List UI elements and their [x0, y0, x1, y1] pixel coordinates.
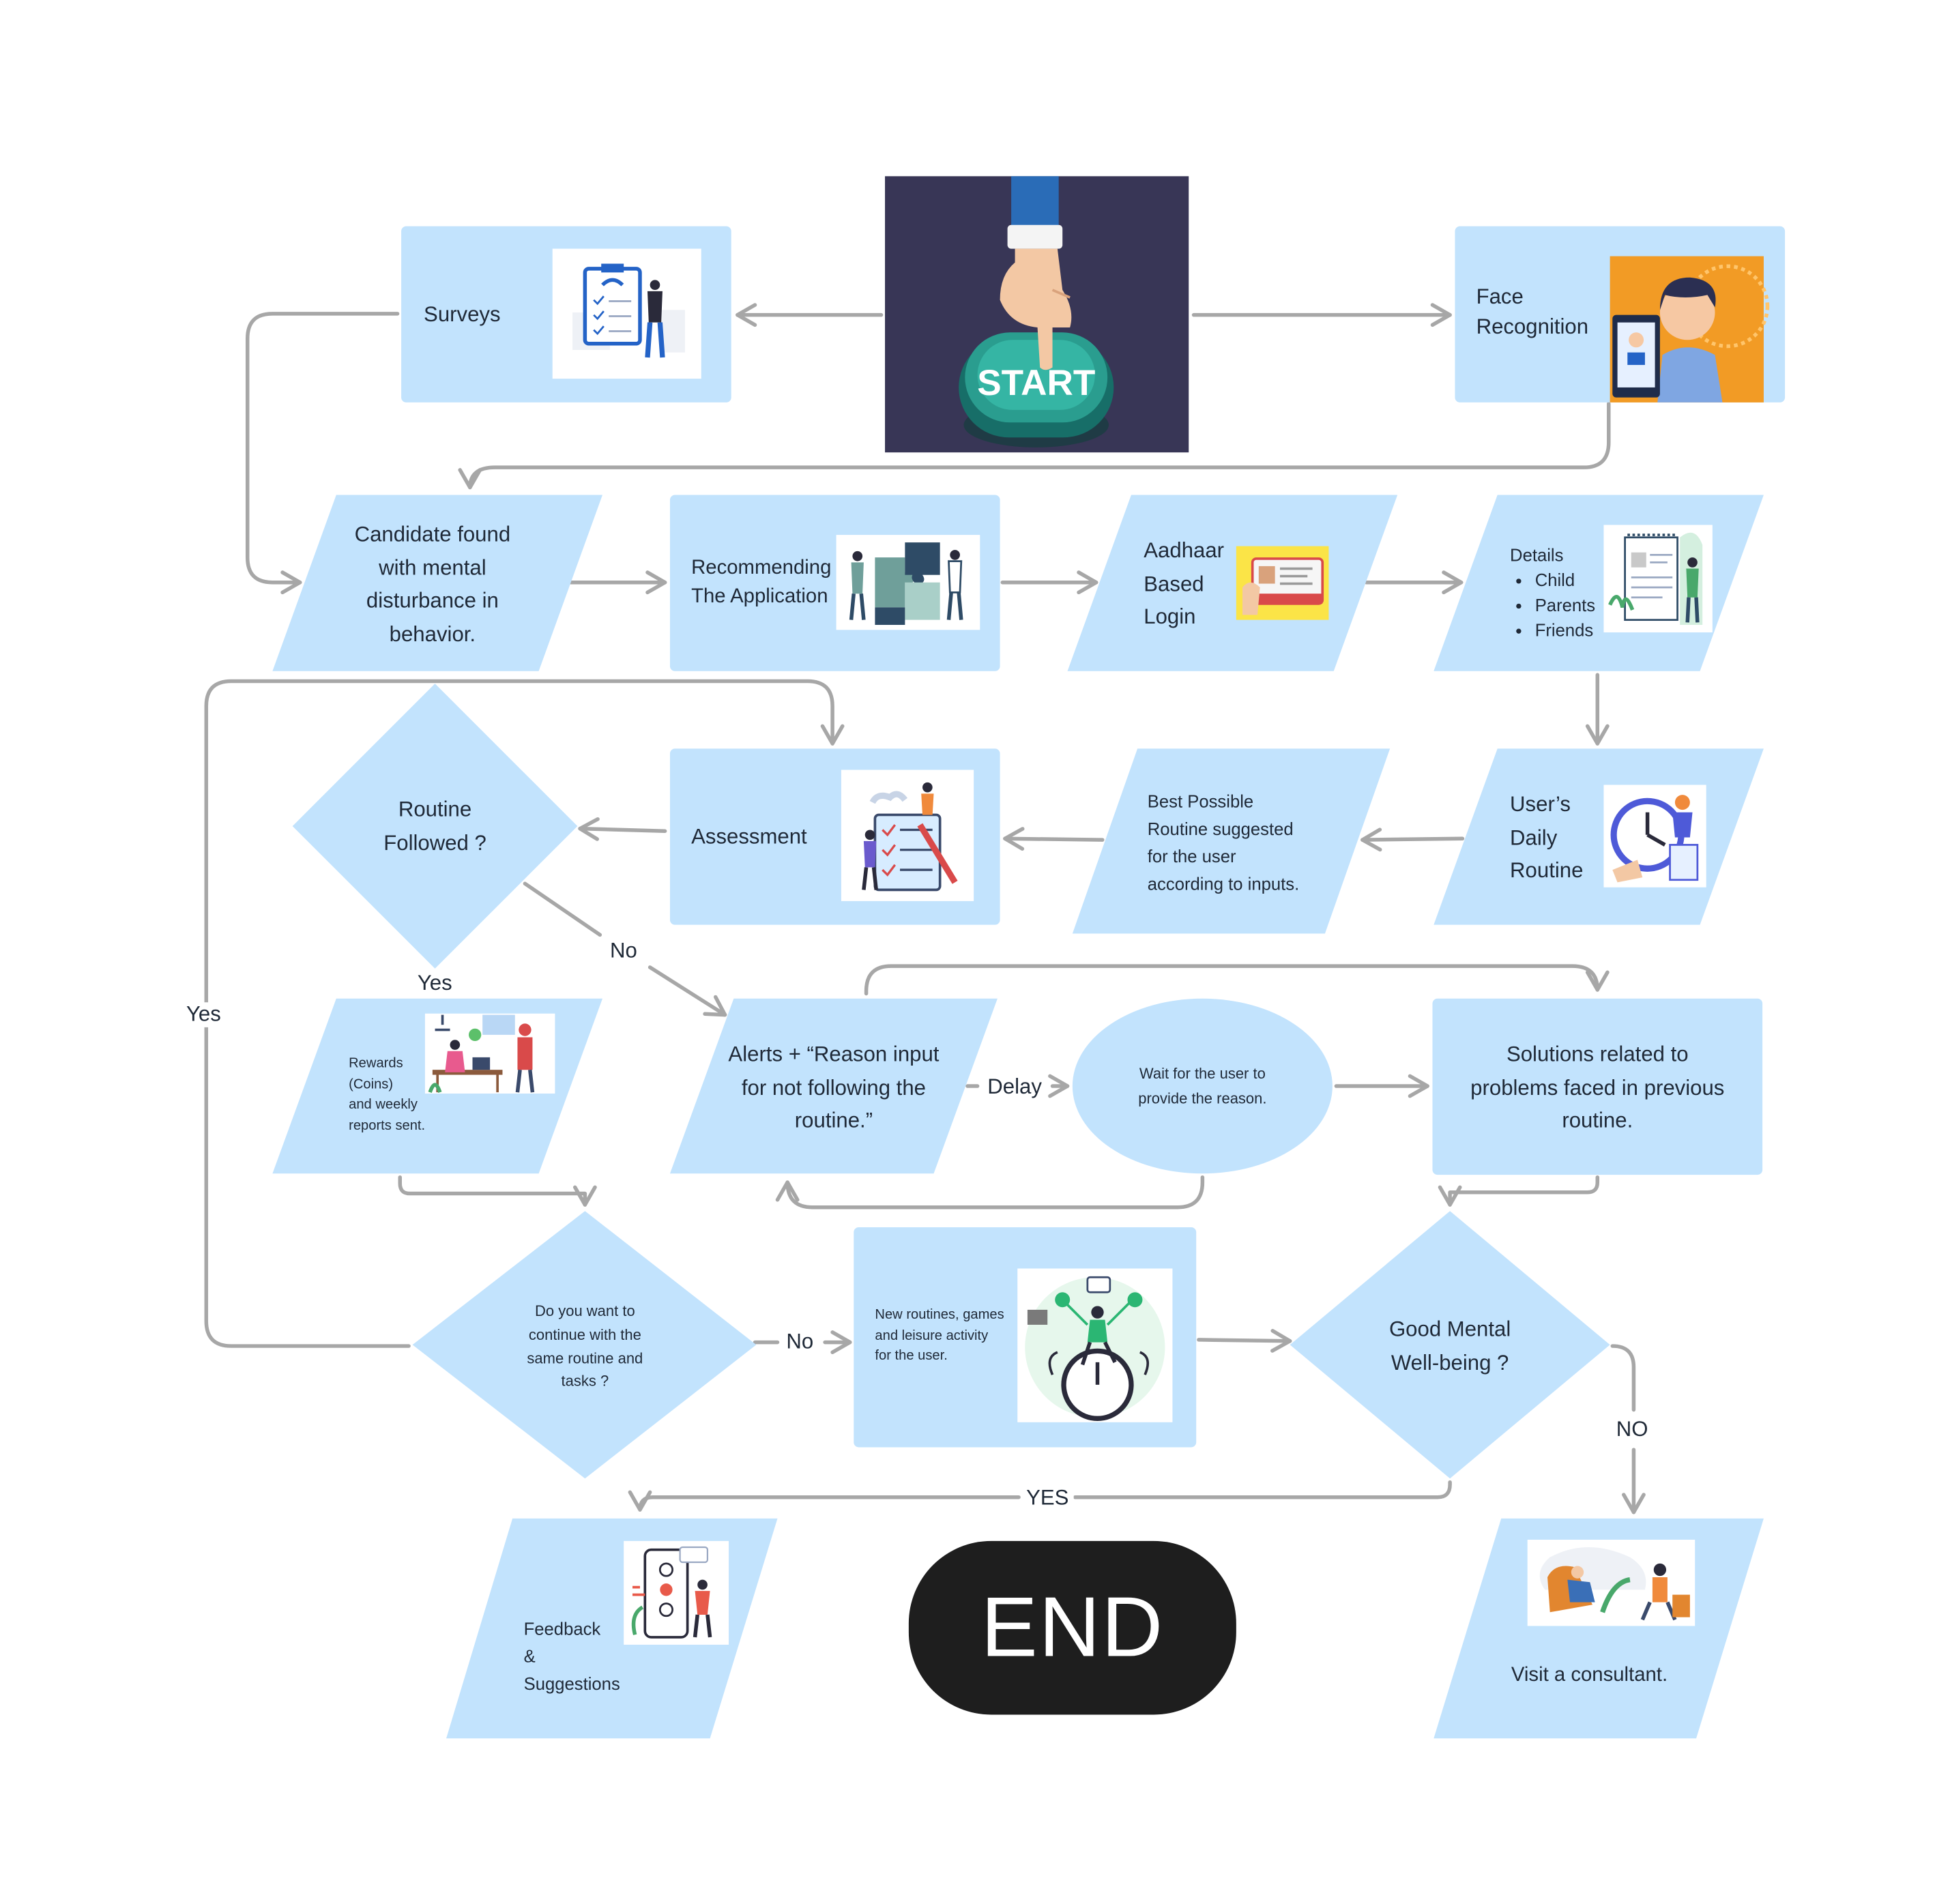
edge-loop-yes	[204, 679, 845, 1348]
leisure-activity-illustration	[1017, 1268, 1173, 1422]
face-scan-illustration	[1610, 256, 1770, 402]
node-candidate	[272, 495, 603, 671]
edge-good-no	[1612, 1344, 1633, 1512]
node-alerts	[669, 998, 998, 1174]
edge-label-good-yes: YES	[1021, 1486, 1074, 1511]
alerts-label: Alerts + “Reason input for not following…	[728, 1042, 940, 1132]
survey-clipboard-illustration	[552, 248, 701, 379]
edge-face-to-candidate	[458, 401, 1611, 490]
edge-label-loop-yes: Yes	[181, 1002, 227, 1027]
end-terminator	[908, 1540, 1236, 1715]
node-wait	[1072, 998, 1333, 1174]
recommending-label: Recommending The Application	[691, 557, 832, 608]
details-list: Child Parents Friends	[1510, 568, 1595, 643]
consultation-illustration	[1527, 1540, 1696, 1626]
edge-label-routine-yes: Yes	[412, 971, 458, 997]
edge-solutions-to-good	[1438, 1175, 1600, 1207]
puzzle-team-illustration	[836, 535, 980, 630]
edge-label-good-no: NO	[1611, 1417, 1653, 1443]
end-label: END	[980, 1579, 1165, 1675]
details-label: Details Child Parents Friends	[1510, 542, 1595, 643]
node-details	[1434, 495, 1764, 671]
rewards-meeting-illustration	[424, 1013, 555, 1094]
feedback-label: Feedback & Suggestions	[523, 1618, 620, 1694]
details-item-parents: Parents	[1535, 592, 1595, 617]
start-button-label[interactable]: START	[977, 363, 1095, 403]
feedback-phone-illustration	[624, 1540, 729, 1645]
routine-followed-label: Routine Followed ?	[383, 797, 486, 855]
edge-assessment-to-routine-followed	[578, 817, 667, 841]
face-recognition-label: Face Recognition	[1476, 284, 1589, 339]
node-aadhaar	[1067, 495, 1398, 671]
edge-new-to-good	[1197, 1328, 1292, 1353]
continue-question-label: Do you want to continue with the same ro…	[527, 1302, 643, 1390]
edge-surveys-to-candidate	[245, 312, 400, 595]
edge-wait-to-alerts	[775, 1175, 1205, 1210]
edge-routine-followed-no	[523, 881, 725, 1014]
id-card-illustration	[1236, 546, 1329, 620]
details-item-child: Child	[1535, 568, 1595, 593]
start-illustration	[885, 176, 1189, 453]
edge-best-to-assessment	[1003, 827, 1105, 851]
edge-alerts-to-solutions	[864, 964, 1610, 996]
edge-routine-to-best	[1360, 827, 1465, 852]
personal-data-illustration	[1603, 525, 1713, 632]
edge-label-continue-no: No	[781, 1330, 819, 1355]
node-continue-question	[412, 1211, 757, 1479]
new-routines-label: New routines, games and leisure activity…	[875, 1307, 1004, 1364]
wait-label: Wait for the user to provide the reason.	[1138, 1064, 1267, 1108]
edge-label-routine-no: No	[605, 938, 643, 964]
node-best-routine	[1072, 748, 1391, 934]
checklist-illustration	[841, 770, 974, 901]
good-mental-label: Good Mental Well-being ?	[1388, 1317, 1511, 1375]
edge-label-delay: Delay	[982, 1074, 1047, 1100]
edge-rewards-to-continue	[398, 1175, 597, 1207]
solutions-label: Solutions related to problems faced in p…	[1470, 1042, 1725, 1132]
assessment-label: Assessment	[691, 825, 807, 849]
rewards-label: Rewards (Coins) and weekly reports sent.	[349, 1056, 426, 1133]
details-item-friends: Friends	[1535, 617, 1595, 643]
node-routine-followed	[292, 684, 578, 969]
clock-routine-illustration	[1603, 785, 1706, 888]
node-solutions	[1432, 998, 1763, 1175]
edge-good-yes	[640, 1480, 1452, 1510]
surveys-label: Surveys	[424, 302, 501, 327]
daily-routine-label: User’s Daily Routine	[1510, 792, 1584, 883]
aadhaar-label: Aadhaar Based Login	[1144, 538, 1225, 629]
candidate-label: Candidate found with mental disturbance …	[354, 522, 511, 646]
consultant-label: Visit a consultant.	[1511, 1665, 1668, 1686]
best-routine-label: Best Possible Routine suggested for the …	[1147, 791, 1300, 894]
node-daily-routine	[1434, 748, 1764, 925]
